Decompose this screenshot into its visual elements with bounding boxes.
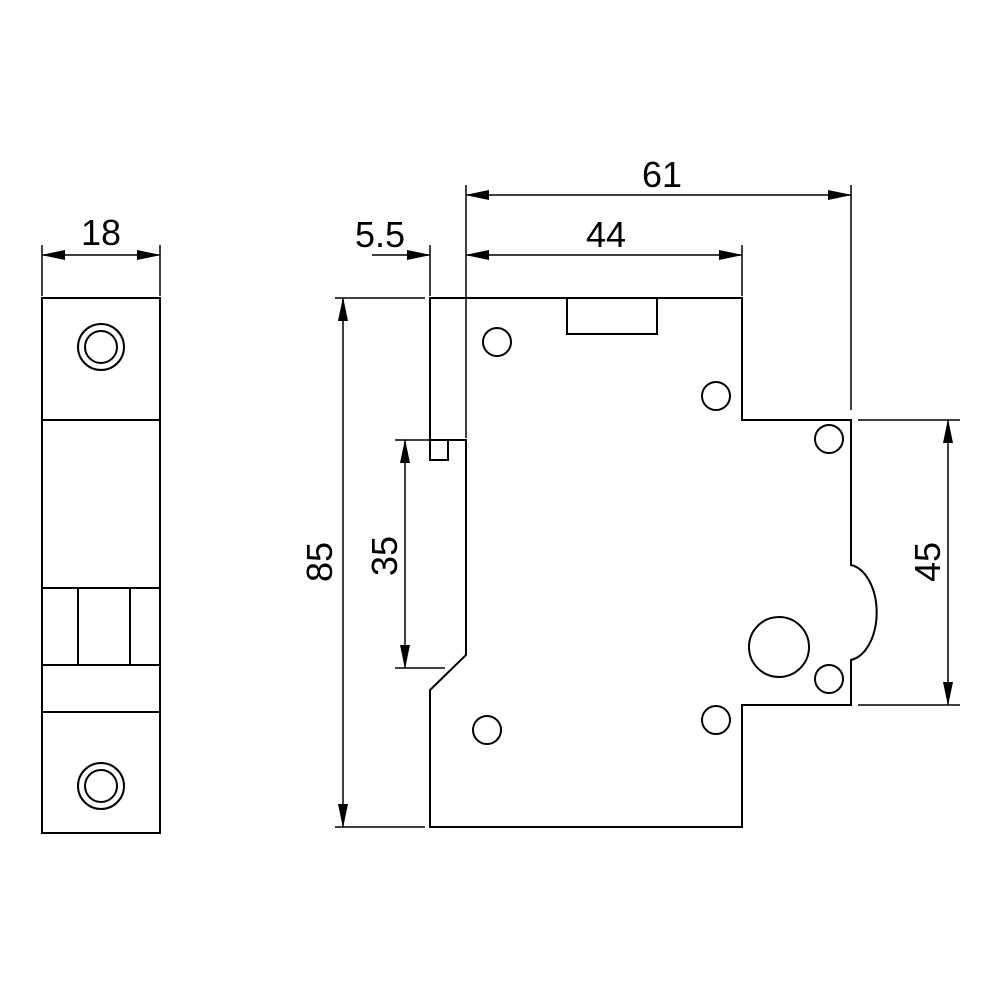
side-top-notch: [566, 297, 658, 335]
dimension-front-width: [41, 245, 161, 296]
side-screw-icon: [482, 327, 512, 357]
side-terminal-hole-icon: [748, 616, 810, 678]
side-offset-label: 5.5: [355, 214, 405, 255]
front-top-screw-icon: [77, 323, 125, 371]
side-screw-icon: [814, 664, 844, 694]
side-screw-icon: [472, 715, 502, 745]
front-bottom-screw-icon: [77, 762, 125, 810]
extension-lines: [335, 185, 960, 828]
side-rail-clip: [429, 439, 449, 461]
front-body-outline: [41, 297, 161, 834]
side-total-width-label: 61: [642, 154, 682, 195]
dimension-lines: [338, 190, 953, 828]
right-height-label: 45: [907, 542, 948, 582]
front-view: [41, 297, 161, 834]
side-screw-icon: [701, 381, 731, 411]
side-screw-icon: [701, 705, 731, 735]
front-width-label: 18: [81, 212, 121, 253]
rail-height-label: 35: [364, 536, 405, 576]
side-screw-icon: [814, 424, 844, 454]
front-lever-handle: [77, 587, 131, 666]
side-view: [429, 297, 878, 828]
overall-height-label: 85: [299, 542, 340, 582]
side-body-outline: [429, 297, 878, 828]
side-top-width-label: 44: [586, 214, 626, 255]
